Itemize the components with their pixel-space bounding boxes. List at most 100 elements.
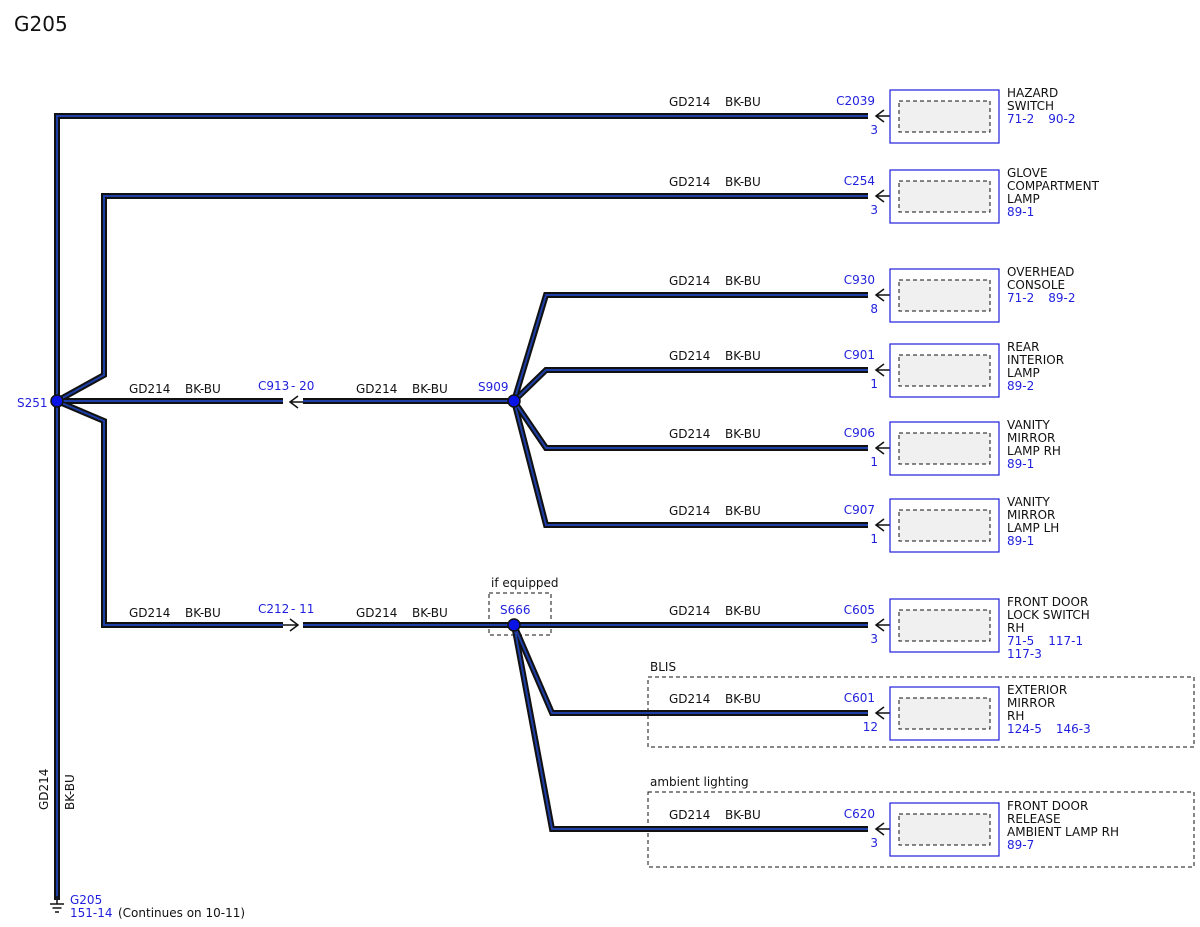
connector-label: C907 [844,503,875,517]
page-reference-item: 71-5 [1007,634,1034,648]
wire-label-circuit: GD214 [129,606,170,620]
c913-inline-connector: C913 - 20 [258,379,314,409]
wire-label-circuit: GD214 [669,427,710,441]
c212-label: C212 [258,602,289,616]
connector-label: C930 [844,273,875,287]
s666-label: S666 [500,603,531,617]
pin-number: 1 [870,532,878,546]
if-equipped-label: if equipped [491,576,559,590]
pin-number: 3 [870,203,878,217]
page-reference-item: 89-1 [1007,205,1034,219]
component-name-line: COMPARTMENT [1007,179,1100,193]
wire-label-circuit: GD214 [356,606,397,620]
page-reference-item: 89-2 [1007,379,1034,393]
component-inner-box [898,813,991,846]
pin-number: 3 [870,632,878,646]
page-reference-item: 71-2 [1007,291,1034,305]
wire-label-circuit: GD214 [356,382,397,396]
s909-splice [507,394,521,408]
component-name-line: MIRROR [1007,508,1055,522]
component-inner-box [898,180,991,213]
connector-label: C906 [844,426,875,440]
s909-label: S909 [478,380,509,394]
component-name-line: FRONT DOOR [1007,595,1088,609]
component-inner-box [898,279,991,312]
page-reference-item: 124-5 [1007,722,1042,736]
page-reference-item: 89-2 [1048,291,1075,305]
component-name-line: VANITY [1007,495,1050,509]
component-name-line: LAMP [1007,366,1040,380]
ground-ref: 151-14 [70,906,113,920]
wire-label-circuit: GD214 [669,808,710,822]
component-name-line: RH [1007,709,1024,723]
wire-label-color: BK-BU [725,604,761,618]
connector-label: C605 [844,603,875,617]
wire-label-color: BK-BU [725,808,761,822]
component-name-line: GLOVE [1007,166,1048,180]
ground-symbol [50,896,64,913]
c212-inline-connector: C212 - 11 [258,602,314,632]
wire-label-color: BK-BU [412,382,448,396]
component-name-line: EXTERIOR [1007,683,1067,697]
wire-outer [511,367,868,404]
page-reference: 89-2 [1007,379,1034,393]
wire-outer [511,292,868,402]
component-name-line: FRONT DOOR [1007,799,1088,813]
wire-label-color: BK-BU [725,427,761,441]
s251-label: S251 [17,396,48,410]
wire-label-circuit: GD214 [129,382,170,396]
component-name-line: LOCK SWITCH [1007,608,1090,622]
wire-label-circuit: GD214 [669,504,710,518]
component-name-line: SWITCH [1007,99,1054,113]
wire-label-circuit: GD214 [669,95,710,109]
page-title: G205 [14,12,68,36]
page-reference: 89-1 [1007,457,1034,471]
page-reference-item: 89-1 [1007,457,1034,471]
component-name-line: AMBIENT LAMP RH [1007,825,1119,839]
page-reference: 71-2 90-2 [1007,112,1075,126]
wire-label-circuit: GD214 [669,274,710,288]
wire-core [56,400,868,626]
component-name-line: INTERIOR [1007,353,1064,367]
pin-number: 1 [870,377,878,391]
c913-pin: - 20 [291,379,314,393]
wire-outer [511,624,868,832]
page-reference-item: 90-2 [1048,112,1075,126]
wire-label-circuit: GD214 [669,349,710,363]
ambient-label: ambient lighting [650,775,749,789]
component-name-line: RELEASE [1007,812,1061,826]
wires [54,113,868,900]
component-name-line: REAR [1007,340,1039,354]
page-reference: 71-2 89-2 [1007,291,1075,305]
wire-label-circuit: GD214 [669,692,710,706]
component-name-line: HAZARD [1007,86,1058,100]
s251-splice [50,394,64,408]
wire-label-color: BK-BU [725,274,761,288]
blis-label: BLIS [650,660,676,674]
connector-label: C620 [844,807,875,821]
pin-number: 12 [863,720,878,734]
ground-name: G205 [70,893,102,907]
page-reference-item: 117-3 [1007,647,1042,661]
c212-pin: - 11 [291,602,314,616]
page-reference-item: 71-2 [1007,112,1034,126]
component-name-line: CONSOLE [1007,278,1065,292]
page-reference: 89-1 [1007,534,1034,548]
wire-core [513,400,868,526]
ground-continues-note: (Continues on 10-11) [118,906,245,920]
component-inner-box [898,609,991,642]
component-inner-box [898,100,991,133]
wire-label-color: BK-BU [725,95,761,109]
s666-splice [507,618,521,632]
wire-label-color: BK-BU [412,606,448,620]
